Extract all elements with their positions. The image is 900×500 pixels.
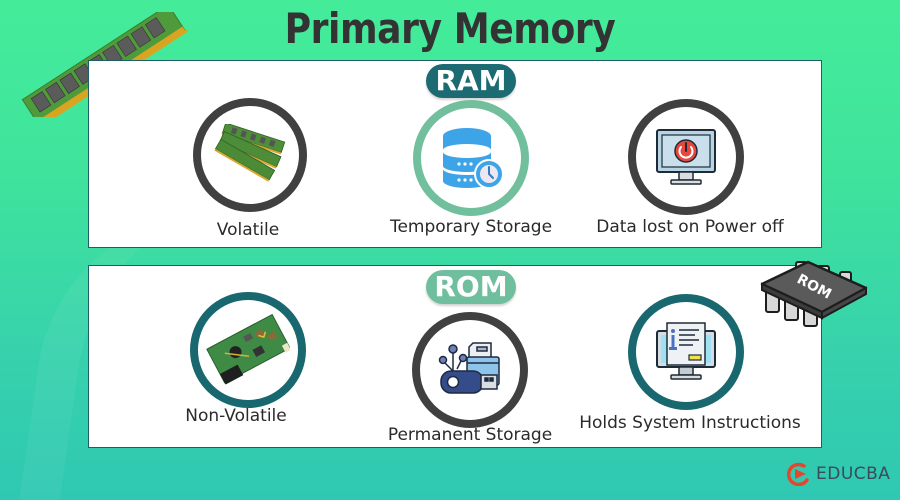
rom-badge: ROM: [426, 270, 516, 304]
ram-item-label: Volatile: [216, 220, 280, 240]
ram-modules-icon: [193, 98, 307, 212]
educba-logo: EDUCBA: [786, 462, 890, 486]
page-title: Primary Memory: [284, 4, 616, 53]
rom-item-label: Permanent Storage: [387, 425, 553, 445]
database-clock-icon: [413, 100, 529, 216]
circuit-board-icon: [190, 292, 306, 408]
usb-drive-files-icon: [412, 312, 528, 428]
ram-item-label: Data lost on Power off: [596, 217, 784, 237]
ram-badge: RAM: [426, 64, 516, 98]
logo-text: EDUCBA: [816, 464, 891, 484]
ram-item-label: Temporary Storage: [389, 217, 553, 237]
rom-item-label: Non-Volatile: [185, 406, 287, 426]
rom-chip-image: ROM: [760, 260, 868, 327]
monitor-document-icon: [628, 294, 744, 410]
rom-item-label: Holds System Instructions: [579, 413, 801, 433]
monitor-power-off-icon: [628, 99, 744, 215]
educba-logo-icon: [786, 462, 809, 486]
